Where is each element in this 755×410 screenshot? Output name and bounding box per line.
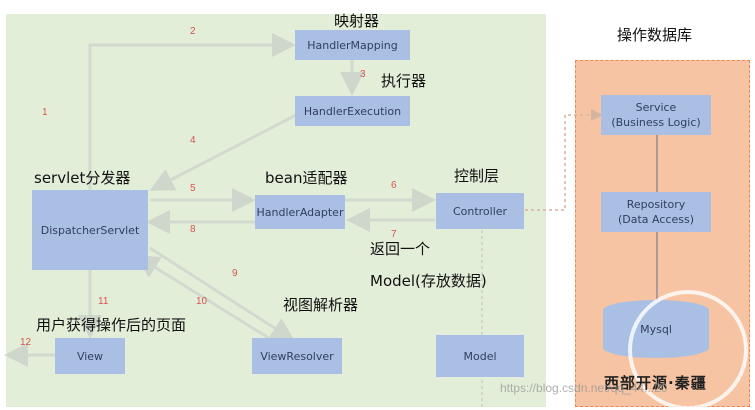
- handler-adapter-label: HandlerAdapter: [256, 205, 344, 219]
- step-11: 11: [98, 296, 109, 307]
- step-7: 7: [391, 229, 397, 240]
- service-box: Service (Business Logic): [601, 95, 711, 135]
- view-box: View: [55, 338, 125, 374]
- brand-label: 西部开源·秦疆: [604, 374, 707, 392]
- step-1: 1: [42, 107, 48, 118]
- step-4: 4: [190, 135, 196, 146]
- repository-label: Repository (Data Access): [617, 198, 694, 226]
- controller-label: Controller: [452, 204, 508, 218]
- handler-adapter-box: HandlerAdapter: [255, 195, 345, 229]
- step-10: 10: [196, 296, 208, 307]
- service-label: Service (Business Logic): [611, 101, 701, 129]
- model-store-label: Model(存放数据): [370, 272, 487, 290]
- mapper-label: 映射器: [334, 12, 380, 30]
- executor-label: 执行器: [381, 72, 427, 90]
- bean-adapter-label: bean适配器: [265, 169, 348, 187]
- view-resolver-label: ViewResolver: [260, 349, 334, 363]
- step-5: 5: [190, 183, 196, 194]
- arrow-step-4: [149, 111, 301, 191]
- view-resolver-cn-label: 视图解析器: [283, 296, 359, 314]
- handler-mapping-label: HandlerMapping: [307, 38, 398, 52]
- model-box: Model: [436, 335, 524, 377]
- step-9: 9: [232, 268, 238, 279]
- servlet-dispatcher-label: servlet分发器: [34, 169, 131, 187]
- model-label: Model: [463, 349, 497, 363]
- step-8: 8: [190, 224, 196, 235]
- arrow-step-9: [149, 246, 296, 342]
- db-ops-label: 操作数据库: [617, 26, 693, 44]
- control-layer-label: 控制层: [454, 167, 500, 185]
- dispatcher-servlet-box: DispatcherServlet: [32, 190, 148, 270]
- step-2: 2: [190, 26, 196, 37]
- csdn-watermark: https://blog.csdn.net/qq_44...20: [500, 381, 668, 395]
- handler-mapping-box: HandlerMapping: [295, 30, 410, 60]
- dispatcher-servlet-label: DispatcherServlet: [40, 223, 140, 237]
- view-resolver-box: ViewResolver: [252, 338, 342, 374]
- step-6: 6: [391, 180, 397, 191]
- user-page-label: 用户获得操作后的页面: [36, 316, 187, 334]
- step-3: 3: [360, 69, 366, 80]
- dashed-controller-service: [525, 109, 603, 211]
- handler-execution-box: HandlerExecution: [295, 96, 410, 126]
- step-12: 12: [20, 337, 32, 348]
- arrow-step-10: [134, 254, 281, 347]
- return-one-label: 返回一个: [370, 240, 431, 258]
- handler-execution-label: HandlerExecution: [303, 104, 402, 118]
- repository-box: Repository (Data Access): [601, 192, 711, 232]
- controller-box: Controller: [436, 193, 524, 229]
- view-label: View: [76, 349, 104, 363]
- arrow-step-1-2: [88, 33, 296, 190]
